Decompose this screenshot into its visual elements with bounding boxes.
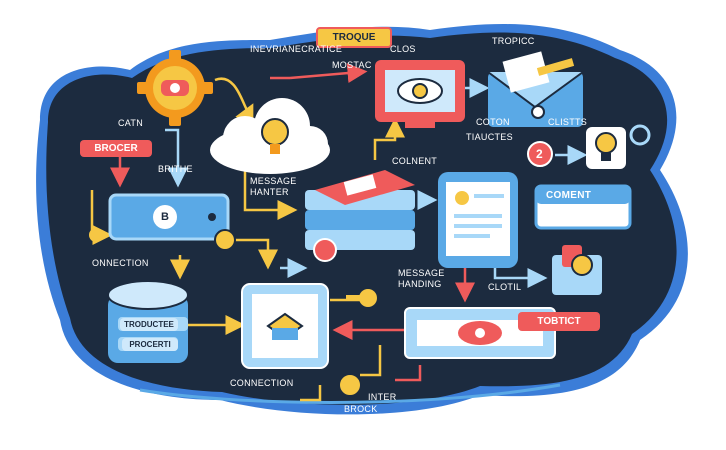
eye-monitor-icon: [375, 60, 465, 128]
label-tiaucteg: TIAUCTES: [466, 132, 513, 142]
label-message-hanter: MESSAGE HANTER: [250, 176, 297, 197]
label-inter: INTER: [368, 392, 397, 402]
label-catn: CATN: [118, 118, 144, 128]
server-stack-icon: [305, 170, 415, 262]
label-onnection: ONNECTION: [92, 258, 149, 268]
label-coment: COMENT: [546, 190, 592, 201]
floor-ring: [139, 383, 561, 404]
label-mostac: MOSTAC: [332, 60, 372, 70]
badge-number: 2: [536, 147, 543, 161]
bottom-node: [338, 373, 362, 397]
key-icon: [346, 289, 377, 307]
label-brock: BROCK: [344, 404, 378, 414]
label-clistts: CLISTTS: [548, 117, 588, 127]
conveyor-icon: [404, 307, 556, 359]
cloud-lightbulb-icon: [210, 98, 330, 174]
yellow-node: [89, 228, 236, 251]
comment-panel: [534, 184, 632, 230]
label-clotil: CLOTIL: [488, 282, 522, 292]
label-brithe: BRITHE: [158, 164, 193, 174]
broker-badge: BROCER: [80, 140, 152, 157]
label-coton: COTON: [476, 117, 510, 127]
label-colnent: COLNENT: [392, 156, 438, 166]
tobtict-badge: TOBTICT: [518, 312, 600, 331]
label-tropicc: TROPICC: [492, 36, 535, 46]
gear-icon: [137, 50, 213, 126]
step-badge: [527, 141, 553, 167]
label-troducte: TRODUCTEE: [120, 318, 178, 331]
label-procerti: PROCERTI: [122, 338, 178, 351]
router-device-icon: [108, 193, 230, 241]
label-clos: CLOS: [390, 44, 416, 54]
lightbulb-icon: [586, 124, 651, 169]
smartphone-icon: [438, 172, 518, 268]
device-letter: B: [161, 211, 170, 223]
tablet-icon: [241, 283, 329, 369]
label-message-handing: MESSAGE HANDING: [398, 268, 445, 289]
label-troque: TROQUE: [316, 27, 392, 48]
package-icon: [552, 245, 602, 295]
label-connection: CONNECTION: [230, 378, 294, 388]
envelope-icon: [487, 51, 584, 127]
label-inevrianecratice: INEVRIANECRATICE: [250, 44, 343, 54]
